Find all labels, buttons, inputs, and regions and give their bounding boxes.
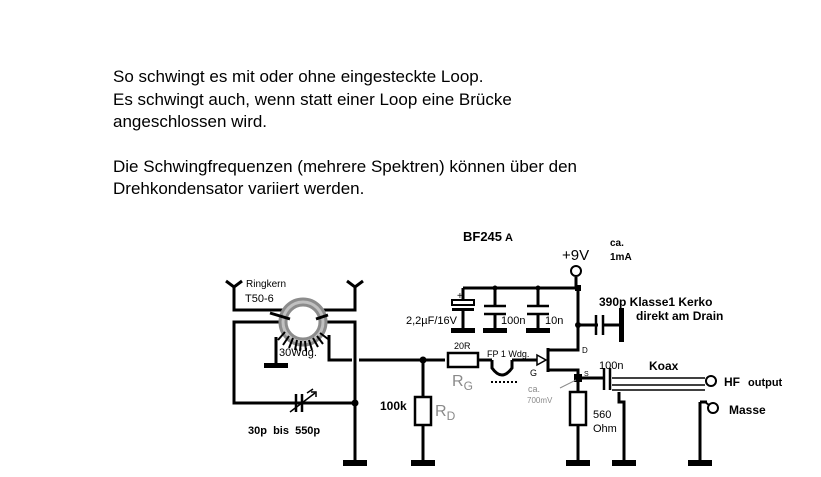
source-voltage-value: 700mV [527, 396, 553, 405]
toroid-name-label: Ringkern [246, 279, 286, 290]
coil-tap-wire [327, 335, 352, 362]
drain-cap-label-1: 390p Klasse1 Kerko [599, 295, 712, 309]
coax-shield-ground [617, 392, 626, 462]
description-text: So schwingt es mit oder ohne eingesteckt… [113, 66, 577, 201]
drain-pin-label: D [582, 346, 588, 355]
supply-terminal-icon [570, 265, 582, 277]
ground-icon [688, 460, 712, 466]
ground-icon [343, 460, 367, 466]
hf-output-terminal-icon[interactable] [705, 375, 717, 387]
electrolytic-label: 2,2µF/16V [406, 315, 458, 327]
drain-resistor-value: 100k [380, 399, 407, 413]
description-line-4: Die Schwingfrequenzen (mehrere Spektren)… [113, 156, 577, 176]
gate-arrow-icon [536, 353, 548, 367]
ground-terminal-icon[interactable] [707, 402, 719, 414]
source-resistor-unit: Ohm [593, 423, 617, 435]
ground-icon [451, 328, 475, 333]
wires [225, 277, 707, 462]
description-line-5: Drehkondensator variiert werden. [113, 179, 365, 198]
drain-cap-label-2: direkt am Drain [636, 309, 723, 323]
toroid-core-icon [269, 297, 329, 352]
junction-dots [351, 285, 582, 407]
gate-resistor-name: RG [452, 373, 473, 393]
source-resistor-value: 560 [593, 409, 611, 421]
coax-cable [612, 377, 705, 391]
loop-connector-right-icon [346, 279, 364, 289]
supply-current-label: 1mA [610, 252, 632, 263]
electrolytic-capacitor-icon [451, 299, 475, 311]
variable-cap-label: 30p bis 550p [248, 425, 320, 437]
resistors [413, 351, 588, 427]
ground-icon [566, 460, 590, 466]
ground-icon [612, 460, 636, 466]
ceramic-capacitors-icon [484, 304, 619, 390]
ground-plate-icon [619, 308, 624, 342]
electrolytic-polarity: + [457, 291, 463, 302]
coax-label: Koax [649, 359, 679, 373]
description-line-1: So schwingt es mit oder ohne eingesteckt… [113, 67, 484, 86]
supply-current-prefix: ca. [610, 238, 624, 249]
supply-rail [463, 286, 580, 337]
ground-icon [483, 328, 507, 333]
variable-capacitor-icon [289, 388, 317, 413]
ferrite-bead-icon [490, 360, 517, 383]
cap-10n-label: 10n [545, 315, 563, 327]
source-pin-label: S [584, 371, 589, 378]
description-line-3: angeschlossen wird. [113, 112, 268, 131]
loop-connector-left-icon [225, 279, 243, 289]
source-resistor-icon [568, 390, 588, 427]
ground-output-label: Masse [729, 403, 766, 417]
loop-wire-left [232, 287, 290, 312]
gate-resistor-value: 20R [454, 341, 471, 351]
supply-voltage-label: +9V [562, 247, 589, 264]
tank-right-wire [322, 320, 357, 462]
gate-resistor-icon [446, 351, 480, 369]
ground-icon [264, 363, 288, 368]
drain-resistor-icon [413, 395, 433, 427]
cap-100n-label: 100n [501, 315, 525, 327]
ground-symbols [264, 308, 712, 466]
description-line-2: Es schwingt auch, wenn statt einer Loop … [113, 89, 512, 109]
toroid-type-label: T50-6 [245, 293, 274, 305]
source-voltage-prefix: ca. [528, 384, 540, 394]
ferrite-label: FP 1 Wdg. [487, 349, 529, 359]
source-lead [548, 368, 580, 378]
gate-pin-label: G [530, 368, 537, 378]
ground-icon [526, 328, 550, 333]
terminals [570, 265, 719, 414]
tank-left-wire [232, 320, 355, 405]
output-cap-label: 100n [599, 360, 623, 372]
drain-resistor-name: RD [435, 403, 456, 423]
drain-lead [548, 337, 580, 352]
voltage-pointer [559, 379, 577, 389]
toroid-turns-label: 30Wdg. [279, 347, 317, 359]
loop-wire-right [316, 287, 357, 312]
ground-icon [411, 460, 435, 466]
